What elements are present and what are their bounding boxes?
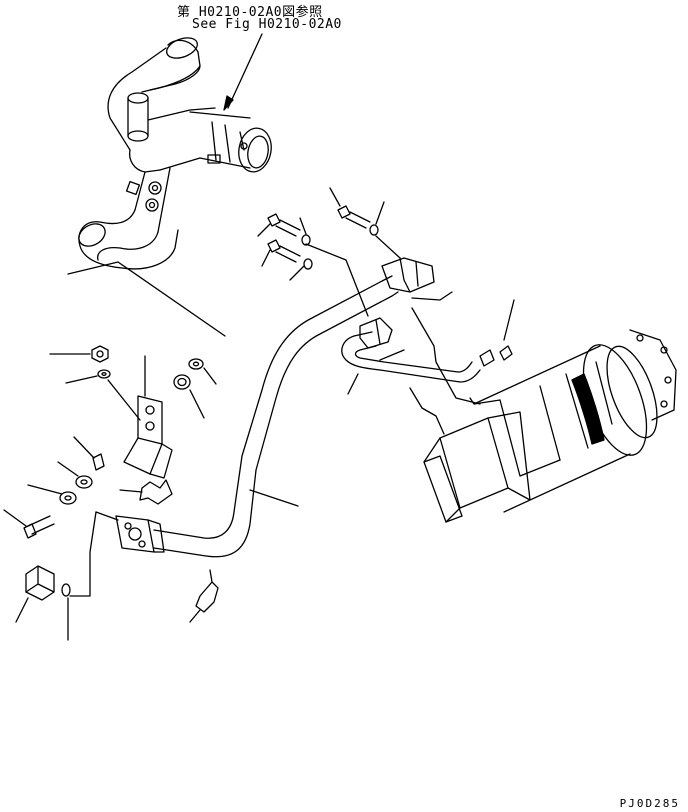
hydraulic-pipe [154, 276, 398, 557]
upper-pipe-assembly [68, 34, 275, 336]
pump-assembly [410, 308, 676, 522]
upper-bolts [258, 188, 400, 316]
reference-leader-arrow [224, 34, 262, 110]
reference-note-english: See Fig H0210-02A0 [192, 17, 342, 32]
drawing-code: PJ0D285 [619, 797, 680, 810]
return-pipe [342, 300, 514, 394]
pipe-clamps [360, 258, 452, 348]
left-hardware-group [4, 346, 218, 640]
reference-note-japanese: 第 H0210-02A0図参照 [177, 5, 323, 20]
